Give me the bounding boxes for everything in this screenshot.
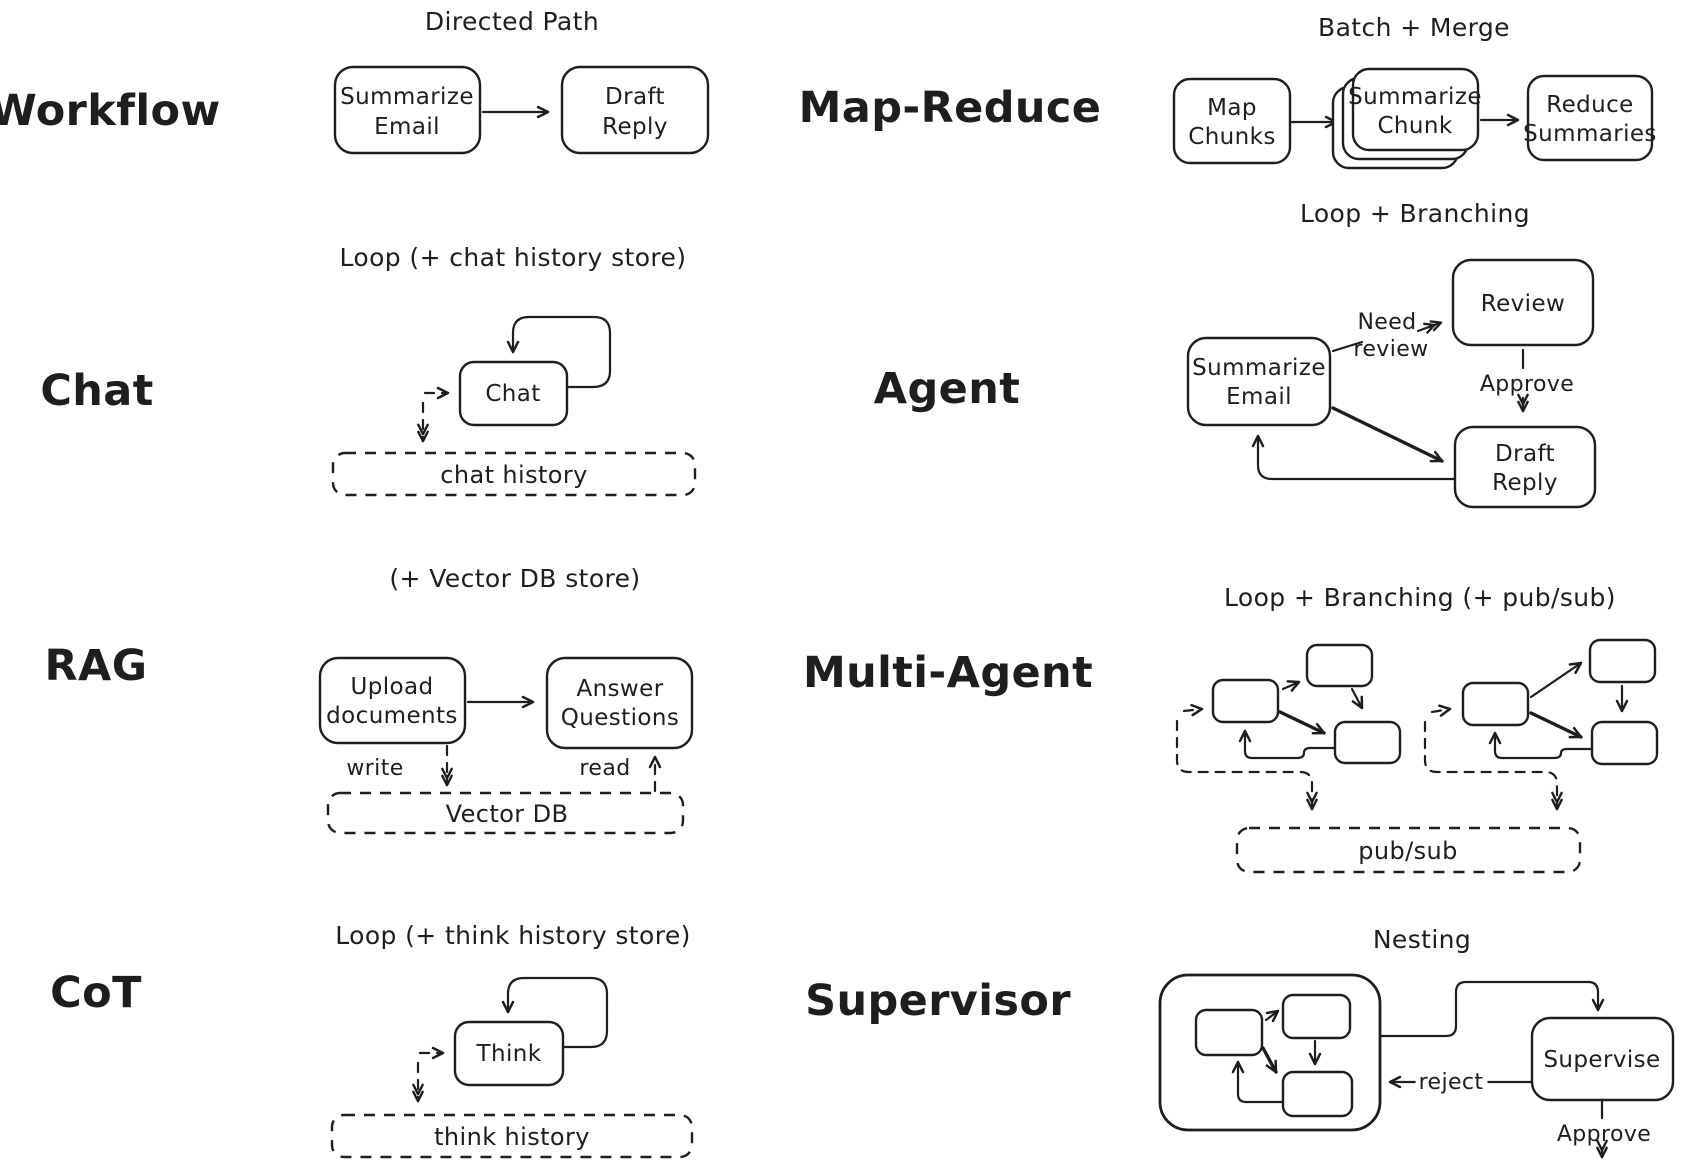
cluster1-node-c [1333,720,1402,765]
node-review [1451,258,1595,347]
cluster1-to-pubsub [1175,719,1318,811]
node-chat-label: Chat [485,381,540,407]
store-chat-history [331,451,697,497]
node-answer-questions [545,656,694,750]
nested-node-b [1281,993,1352,1040]
multi-agent-cluster-1 [1175,643,1402,811]
pattern-title-pub-sub: Loop + Branching (+ pub/sub) [1224,583,1616,612]
cluster1-node-b [1305,643,1374,688]
pattern-title-think-loop: Loop (+ think history store) [335,921,691,950]
pattern-title-batch-merge: Batch + Merge [1318,13,1510,42]
cluster1-edge-c-a-loop [1238,729,1337,760]
store-pub-sub-label: pub/sub [1358,837,1458,865]
pattern-title-loop-branching: Loop + Branching [1300,199,1530,228]
store-chat-history-label: chat history [440,461,588,489]
store-think-history-label: think history [434,1123,590,1151]
edge-draft-to-summarize-loop [1251,434,1457,481]
node-reduce-summaries [1526,74,1654,162]
store-think-history [330,1113,694,1159]
cluster2-node-b [1588,638,1657,684]
cluster2-edge-c-a-loop [1488,731,1594,760]
section-label-supervisor: Supervisor [805,976,1071,1026]
pattern-title-directed-path: Directed Path [425,7,599,36]
edge-label-read: read [579,756,630,781]
node-think [453,1020,565,1087]
section-label-agent: Agent [874,364,1020,414]
cluster1-edge-a-c [1278,710,1326,735]
section-chat: Loop (+ chat history store) Chat Chat ch… [40,243,697,497]
cluster1-edge-b-c [1350,687,1364,710]
section-label-cot: CoT [50,968,142,1018]
node-chat [458,360,569,427]
node-upload-documents [318,656,467,745]
nested-edge-c-a-loop [1231,1060,1285,1104]
edge-think-self-loop [501,976,609,1049]
cluster1-node-a [1211,678,1280,724]
section-cot: Loop (+ think history store) CoT Think t… [50,921,694,1159]
cluster2-to-pubsub [1423,720,1563,811]
cluster2-edge-a-b [1529,661,1583,699]
cluster1-edge-a-b [1281,680,1301,692]
pattern-title-vector-db: (+ Vector DB store) [389,564,640,593]
cluster2-node-c [1590,720,1659,766]
node-summarize-email [333,65,482,155]
edge-label-approve-supervisor: Approve [1557,1122,1651,1147]
edge-need-review-leader [1331,340,1364,353]
edge-summarize-to-draft-agent [1331,406,1444,463]
multi-agent-cluster-2 [1423,638,1659,811]
pattern-title-nesting: Nesting [1373,925,1471,954]
section-label-multi-agent: Multi-Agent [803,648,1093,698]
section-label-chat: Chat [40,366,153,416]
store-vector-db-label: Vector DB [446,800,569,828]
edge-need-review-arrow [1416,320,1443,334]
cluster2-node-a [1461,681,1530,727]
cluster2-edge-a-c [1529,711,1583,739]
section-label-workflow: Workflow [0,86,221,136]
cluster1-entry-arrow [1182,703,1204,717]
section-label-rag: RAG [45,641,148,691]
nested-edge-a-c [1261,1046,1278,1074]
pattern-title-chat-loop: Loop (+ chat history store) [340,243,687,272]
edge-label-write: write [346,756,403,781]
node-draft-reply-agent [1453,425,1597,509]
nested-edge-a-b [1264,1009,1280,1023]
nested-node-a [1194,1008,1264,1057]
node-supervise-label: Supervise [1543,1047,1660,1073]
nested-node-c [1281,1070,1354,1118]
section-multi-agent: Loop + Branching (+ pub/sub) Multi-Agent [803,583,1659,874]
store-pub-sub [1235,826,1582,874]
node-review-label: Review [1481,291,1565,317]
section-label-map-reduce: Map-Reduce [799,83,1102,133]
node-summarize-email-agent [1186,336,1332,427]
cluster2-entry-arrow [1430,704,1452,717]
store-vector-db [326,791,685,835]
edge-label-approve: Approve [1480,372,1574,397]
edge-label-reject: reject [1419,1070,1484,1095]
edge-chat-self-loop [506,315,612,389]
node-think-label: Think [476,1041,542,1067]
node-summarize-chunk [1351,67,1480,152]
node-draft-reply [560,65,710,155]
node-map-chunks [1172,77,1292,165]
edge-container-to-supervise [1379,980,1605,1038]
section-supervisor: Nesting Supervisor Supervise reject Appr… [805,925,1675,1159]
